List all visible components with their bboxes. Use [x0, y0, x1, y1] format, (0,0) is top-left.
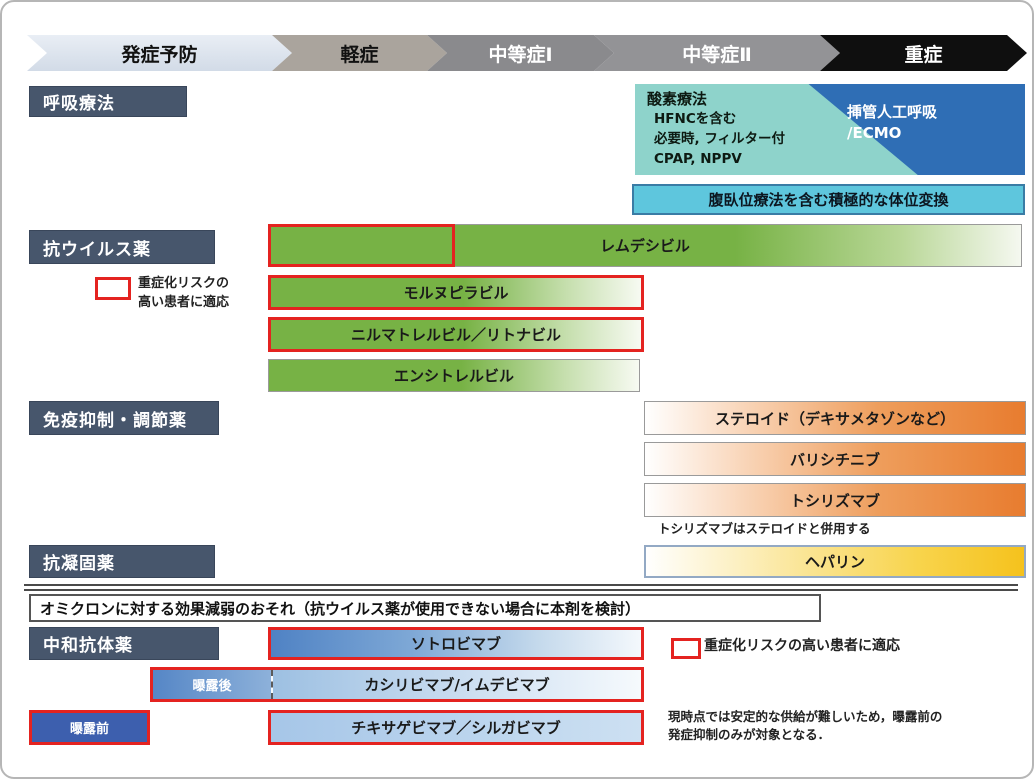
- oxygen-therapy-text: 酸素療法 HFNCを含む 必要時, フィルター付 CPAP, NPPV: [647, 88, 785, 169]
- tocilizumab-note: トシリズマブはステロイドと併用する: [658, 521, 871, 536]
- section-label-text: 抗ウイルス薬: [43, 239, 151, 260]
- stage-label: 中等症Ⅰ: [488, 43, 553, 66]
- casirivimab-segment: カシリビマブ/イムデビマブ: [271, 670, 641, 699]
- bar-label: ヘパリン: [804, 553, 865, 571]
- bar-label: トシリズマブ: [789, 491, 880, 510]
- bar-steroid: ステロイド（デキサメタゾンなど）: [644, 401, 1026, 435]
- section-label-text: 呼吸療法: [43, 94, 115, 114]
- pre-exposure-label: 曝露前: [69, 722, 109, 737]
- supply-note-line: 発症抑制のみが対象となる．: [668, 727, 831, 742]
- section-label-antibody: 中和抗体薬: [29, 627, 219, 660]
- stage-label: 軽症: [340, 43, 379, 66]
- ecmo-text: 挿管人工呼吸 /ECMO: [847, 102, 937, 144]
- legend-line: 高い患者に適応: [138, 295, 230, 310]
- oxygen-line: 必要時, フィルター付: [654, 131, 786, 147]
- section-label-text: 抗凝固薬: [43, 554, 115, 574]
- high-risk-legend-swatch-right: [671, 638, 701, 659]
- bar-tixagevimab-cilgavimab: チキサゲビマブ／シルガビマブ: [268, 710, 644, 745]
- stage-label: 重症: [904, 43, 943, 66]
- oxygen-therapy-box: 酸素療法 HFNCを含む 必要時, フィルター付 CPAP, NPPV 挿管人工…: [635, 84, 1025, 175]
- stage-arrow-moderate1: 中等症Ⅰ: [427, 35, 614, 71]
- bar-label: ソトロビマブ: [410, 635, 501, 653]
- omicron-note-box: オミクロンに対する効果減弱のおそれ（抗ウイルス薬が使用できない場合に本剤を検討）: [29, 594, 821, 622]
- bar-sotrovimab: ソトロビマブ: [268, 627, 644, 660]
- bar-molnupiravir: モルヌピラビル: [268, 275, 644, 310]
- supply-note: 現時点では安定的な供給が難しいため，曝露前の 発症抑制のみが対象となる．: [668, 708, 942, 744]
- section-divider: [24, 584, 1018, 591]
- bar-heparin: ヘパリン: [644, 545, 1026, 578]
- post-exposure-label: 曝露後: [192, 679, 232, 694]
- high-risk-legend-swatch: [95, 277, 131, 300]
- stage-arrow-mild: 軽症: [272, 35, 447, 71]
- section-label-respiratory: 呼吸療法: [29, 86, 187, 117]
- bar-nirmatrelvir-ritonavir: ニルマトレルビル／リトナビル: [268, 317, 644, 352]
- pre-exposure-box: 曝露前: [29, 710, 150, 745]
- stage-arrow-moderate2: 中等症Ⅱ: [594, 35, 840, 71]
- oxygen-line: CPAP, NPPV: [654, 151, 742, 167]
- omicron-note-text: オミクロンに対する効果減弱のおそれ（抗ウイルス薬が使用できない場合に本剤を検討）: [40, 599, 641, 618]
- bar-baricitinib: バリシチニブ: [644, 442, 1026, 476]
- red-outline-icon: [671, 638, 701, 659]
- stage-label: 発症予防: [121, 43, 198, 66]
- red-outline-icon: [95, 277, 131, 300]
- bar-ensitrelvir: エンシトレルビル: [268, 359, 640, 392]
- supply-note-line: 現時点では安定的な供給が難しいため，曝露前の: [668, 709, 943, 724]
- bar-label: カシリビマブ/イムデビマブ: [364, 676, 550, 694]
- section-label-text: 免疫抑制・調節薬: [43, 410, 187, 431]
- stage-arrow-prevention: 発症予防: [27, 35, 292, 71]
- bar-label: ステロイド（デキサメタゾンなど）: [714, 409, 955, 428]
- oxygen-line: HFNCを含む: [654, 111, 737, 127]
- high-risk-legend-text-right: 重症化リスクの高い患者に適応: [704, 638, 900, 654]
- bar-tocilizumab: トシリズマブ: [644, 483, 1026, 517]
- section-label-immune: 免疫抑制・調節薬: [29, 401, 219, 435]
- ecmo-line: 挿管人工呼吸: [847, 103, 938, 121]
- post-exposure-segment: 曝露後: [153, 670, 271, 699]
- bar-label: エンシトレルビル: [393, 367, 514, 385]
- ecmo-line: /ECMO: [847, 124, 902, 142]
- positioning-bar: 腹臥位療法を含む積極的な体位変換: [632, 184, 1025, 215]
- high-risk-outline-remdesivir: [268, 224, 455, 267]
- oxygen-title: 酸素療法: [647, 90, 708, 108]
- section-label-anticoagulant: 抗凝固薬: [29, 545, 215, 578]
- section-label-antiviral: 抗ウイルス薬: [29, 230, 215, 264]
- stage-label: 中等症Ⅱ: [682, 43, 752, 66]
- bar-label: ニルマトレルビル／リトナビル: [350, 326, 561, 344]
- bar-label: レムデシビル: [600, 237, 690, 255]
- positioning-bar-text: 腹臥位療法を含む積極的な体位変換: [708, 191, 949, 209]
- bar-casirivimab-imdevimab: 曝露後 カシリビマブ/イムデビマブ: [150, 667, 644, 702]
- stage-arrow-severe: 重症: [820, 35, 1027, 71]
- bar-remdesivir: レムデシビル: [268, 224, 1022, 267]
- section-label-text: 中和抗体薬: [43, 636, 133, 656]
- bar-label: チキサゲビマブ／シルガビマブ: [351, 719, 561, 737]
- high-risk-legend-text: 重症化リスクの 高い患者に適応: [138, 274, 229, 312]
- legend-line: 重症化リスクの: [138, 276, 230, 291]
- bar-label: バリシチニブ: [789, 450, 880, 469]
- bar-label: モルヌピラビル: [403, 284, 509, 302]
